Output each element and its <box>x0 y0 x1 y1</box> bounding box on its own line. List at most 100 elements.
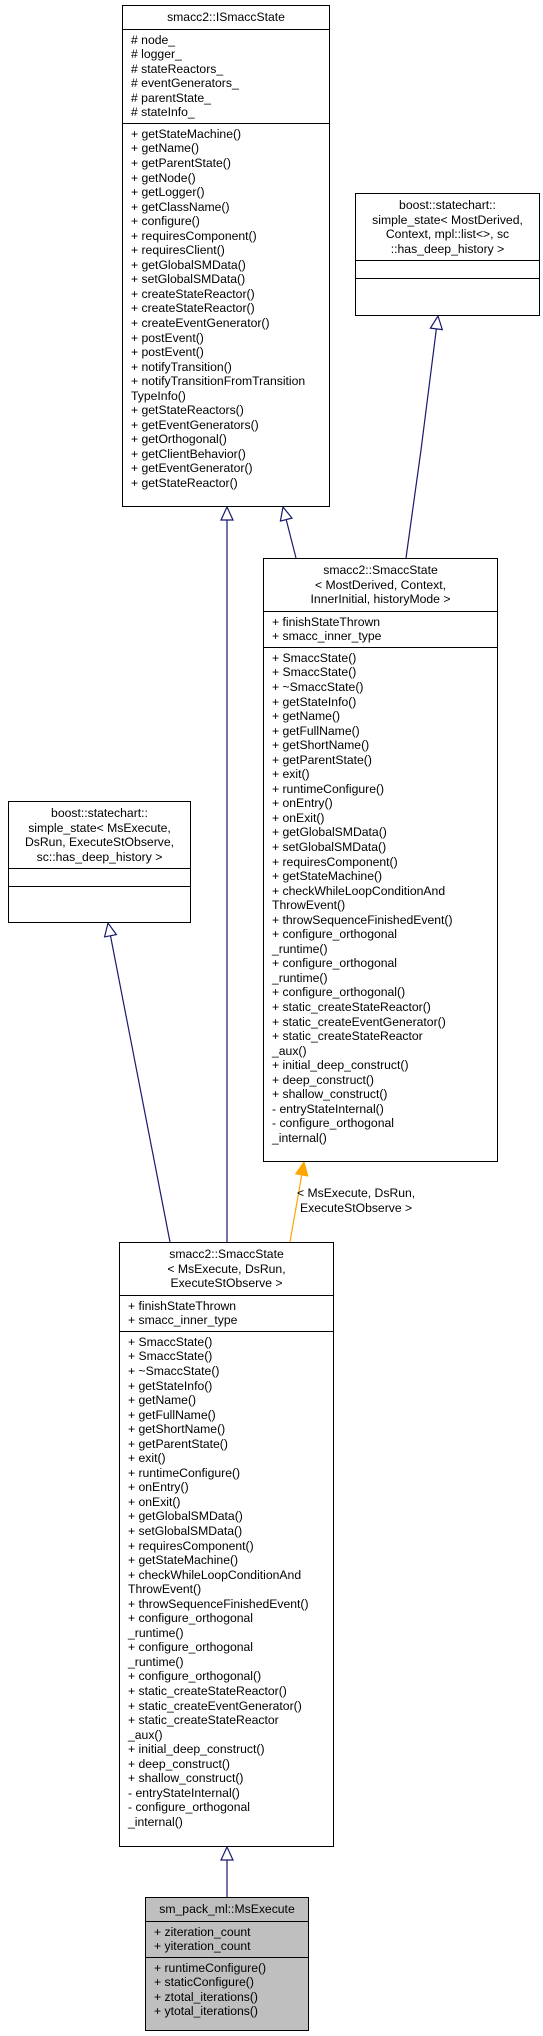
class-box-isaccstate[interactable]: smacc2::ISmaccState# node_# logger_# sta… <box>122 5 330 507</box>
operation-item: + getShortName() <box>128 1422 226 1437</box>
operation-item: + requiresClient() <box>131 243 225 258</box>
class-name-line: < MostDerived, Context, <box>314 577 447 592</box>
operation-item: _aux() <box>128 1727 163 1742</box>
class-operations-section <box>356 278 539 296</box>
operation-item: + getStateReactor() <box>131 476 238 490</box>
class-attributes-section <box>356 260 539 278</box>
class-title-section: boost::statechart::simple_state< MostDer… <box>356 194 539 260</box>
operation-item: + requiresComponent() <box>272 854 398 869</box>
inheritance-edge <box>279 505 297 559</box>
operation-item: + exit() <box>128 1451 166 1466</box>
class-attributes-section: + ziteration_count+ yiteration_count <box>146 1920 308 1957</box>
operation-item: + static_createStateReactor <box>128 1713 279 1728</box>
operation-item: + getName() <box>128 1393 197 1408</box>
class-title-section: smacc2::SmaccState< MsExecute, DsRun,Exe… <box>120 1243 333 1295</box>
operation-item: + getGlobalSMData() <box>128 1509 243 1524</box>
operation-item: + ~SmaccState() <box>272 679 364 694</box>
operation-item: - configure_orthogonal <box>128 1800 250 1815</box>
operation-item: + initial_deep_construct() <box>272 1058 409 1073</box>
arrowhead <box>294 1160 309 1177</box>
class-box-boost-simple-state-generic[interactable]: boost::statechart::simple_state< MostDer… <box>355 193 540 316</box>
operation-item: + onExit() <box>128 1494 181 1509</box>
operation-item: _internal() <box>128 1814 183 1829</box>
operation-item: + getParentState() <box>272 752 372 767</box>
arrowhead <box>429 314 444 331</box>
class-box-smaccstate-template[interactable]: smacc2::SmaccState< MostDerived, Context… <box>263 558 498 1162</box>
operation-item: + runtimeConfigure() <box>272 781 385 796</box>
operation-item: + configure_orthogonal <box>128 1640 254 1655</box>
class-name-line: sc::has_deep_history > <box>36 849 163 864</box>
operation-item: + getFullName() <box>128 1407 216 1422</box>
operation-item: + static_createEventGenerator() <box>272 1014 446 1029</box>
operation-item: + setGlobalSMData() <box>272 839 387 854</box>
operation-item: + static_createEventGenerator() <box>128 1698 302 1713</box>
operation-item: + getNode() <box>131 170 196 185</box>
class-name-line: ExecuteStObserve > <box>170 1276 283 1291</box>
class-box-boost-simple-state-msexecute[interactable]: boost::statechart::simple_state< MsExecu… <box>8 801 191 923</box>
operation-item: + configure() <box>131 214 200 229</box>
operation-item: ThrowEvent() <box>128 1582 202 1597</box>
class-name-line: boost::statechart:: <box>51 806 148 820</box>
operation-item: + getParentState() <box>131 155 231 170</box>
operation-item: + getName() <box>272 709 341 724</box>
class-name-line: smacc2::SmaccState <box>323 563 438 577</box>
attribute-item: + yiteration_count <box>154 1939 251 1954</box>
operation-item: + configure_orthogonal <box>272 927 398 942</box>
class-name-line: ::has_deep_history > <box>390 241 505 256</box>
operation-item: + setGlobalSMData() <box>131 272 246 287</box>
arrowhead <box>279 505 294 522</box>
operation-item: + throwSequenceFinishedEvent() <box>128 1596 309 1611</box>
template-instantiation-edge <box>289 1160 309 1243</box>
class-name-line: < MsExecute, DsRun, <box>167 1261 286 1276</box>
operation-item: + SmaccState() <box>272 650 357 665</box>
edge-line <box>405 328 437 559</box>
operation-item: + setGlobalSMData() <box>128 1523 243 1538</box>
operation-item: _internal() <box>272 1130 327 1145</box>
class-name-line: DsRun, ExecuteStObserve, <box>24 835 175 850</box>
edge-label-line: ExecuteStObserve > <box>300 1201 413 1215</box>
edge-label-line: < MsExecute, DsRun, <box>297 1186 416 1200</box>
attribute-item: # logger_ <box>131 47 182 62</box>
edge-label: < MsExecute, DsRun,ExecuteStObserve > <box>297 1186 415 1216</box>
attribute-item: # eventGenerators_ <box>131 76 239 91</box>
operation-item: + requiresComponent() <box>128 1538 254 1553</box>
operation-item: + initial_deep_construct() <box>128 1742 265 1757</box>
operation-item: + shallow_construct() <box>128 1771 244 1786</box>
operation-item: ThrowEvent() <box>272 898 346 913</box>
operation-item: - entryStateInternal() <box>272 1101 384 1116</box>
operation-item: + ztotal_iterations() <box>154 1989 258 2004</box>
operation-item: _runtime() <box>272 970 328 985</box>
operation-item: + checkWhileLoopConditionAnd <box>128 1567 302 1582</box>
class-name-line: InnerInitial, historyMode > <box>310 592 451 607</box>
attribute-item: + finishStateThrown <box>128 1298 237 1313</box>
operation-item: - entryStateInternal() <box>128 1785 240 1800</box>
operation-item: + SmaccState() <box>128 1334 213 1349</box>
attribute-item: + smacc_inner_type <box>272 629 382 644</box>
class-operations-section: + SmaccState()+ SmaccState()+ ~SmaccStat… <box>264 646 497 1149</box>
attribute-item: + ziteration_count <box>154 1924 251 1939</box>
operation-item: + notifyTransitionFromTransition <box>131 374 306 389</box>
operation-item: + createEventGenerator() <box>131 315 270 330</box>
class-box-msexecute[interactable]: sm_pack_ml::MsExecute+ ziteration_count+… <box>145 1897 309 2031</box>
operation-item: + createStateReactor() <box>131 286 255 301</box>
operation-item: + getStateInfo() <box>128 1378 213 1393</box>
class-box-smaccstate-msexecute[interactable]: smacc2::SmaccState< MsExecute, DsRun,Exe… <box>119 1242 334 1847</box>
operation-item: + shallow_construct() <box>272 1087 388 1102</box>
operation-item: + getFullName() <box>272 723 360 738</box>
class-attributes-section <box>9 868 190 886</box>
operation-item: + configure_orthogonal() <box>272 985 406 1000</box>
operation-item: + exit() <box>272 767 310 782</box>
class-attributes-section: # node_# logger_# stateReactors_# eventG… <box>123 28 329 123</box>
operation-item: + createStateReactor() <box>131 301 255 316</box>
class-name-line: smacc2::SmaccState <box>169 1247 284 1261</box>
class-name-line: Context, mpl::list<>, sc <box>385 227 510 242</box>
operation-item: + checkWhileLoopConditionAnd <box>272 883 446 898</box>
operation-item: _aux() <box>272 1043 307 1058</box>
operation-item: + staticConfigure() <box>154 1975 254 1990</box>
operation-item: + configure_orthogonal() <box>128 1669 262 1684</box>
operation-item: _runtime() <box>128 1654 184 1669</box>
operation-item: + getStateMachine() <box>272 869 383 884</box>
operation-item: + getGlobalSMData() <box>272 825 387 840</box>
operation-item: + getEventGenerators() <box>131 417 259 432</box>
